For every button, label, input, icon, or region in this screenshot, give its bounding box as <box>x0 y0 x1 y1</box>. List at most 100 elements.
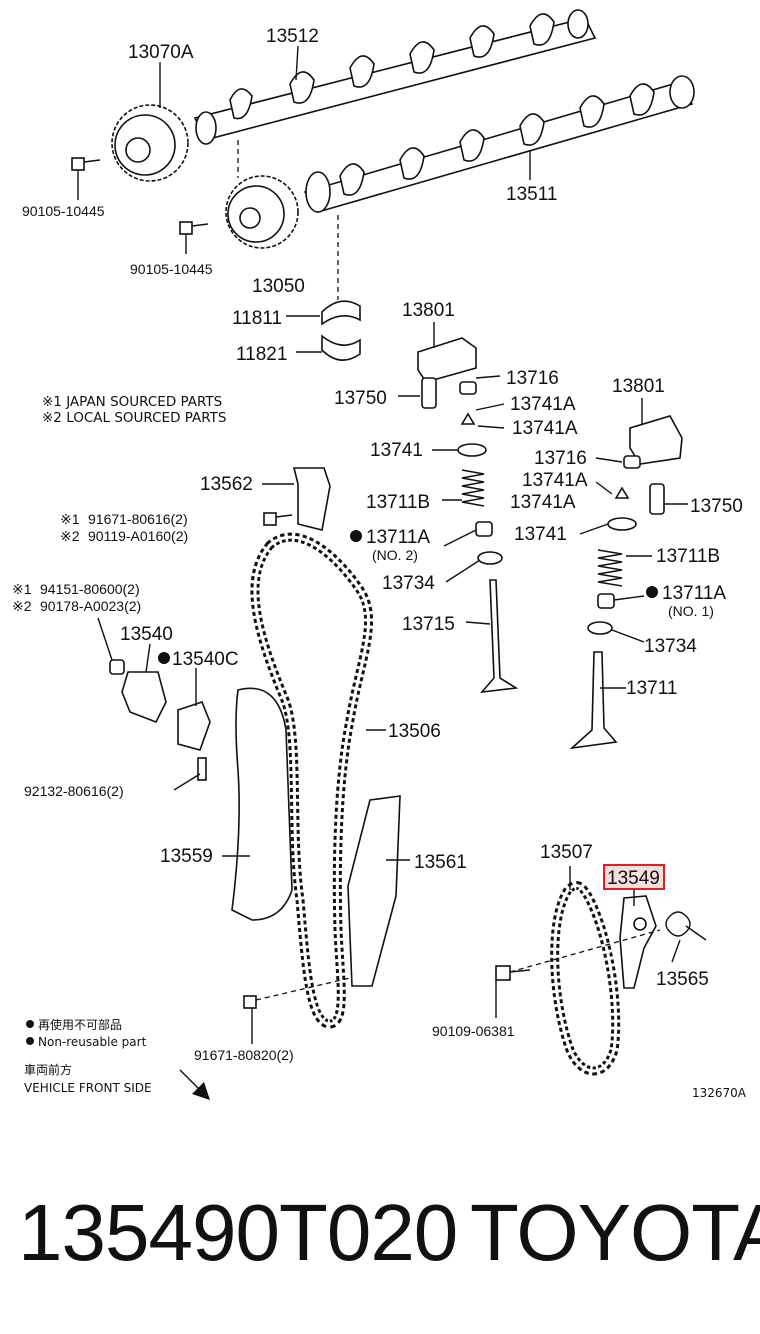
note-japan-sourced: ※1 JAPAN SOURCED PARTS <box>42 394 222 410</box>
label-13711: 13711 <box>626 678 677 699</box>
label-13741A-2: 13741A <box>512 418 578 439</box>
note-front-en: VEHICLE FRONT SIDE <box>24 1081 152 1095</box>
chain-tensioner-arm-13549 <box>619 895 657 989</box>
bracket-13562 <box>292 467 331 531</box>
label-13050: 13050 <box>252 276 305 297</box>
label-92132: 92132-80616(2) <box>24 783 124 799</box>
highlight-box-13549 <box>603 864 665 890</box>
mark-2b: ※2 <box>12 598 32 614</box>
retainer-13741-b <box>607 517 637 531</box>
chain-slipper-13559 <box>231 687 293 921</box>
label-13741A-3: 13741A <box>522 470 588 491</box>
label-no2: (NO. 2) <box>372 547 418 563</box>
label-90119: 90119-A0160(2) <box>88 528 188 544</box>
footer: 135490T020 TOYOTA <box>0 1185 760 1295</box>
bolt-90105-b <box>179 221 209 254</box>
legend-dot-en <box>26 1037 34 1045</box>
label-13549: 13549 <box>607 868 660 889</box>
label-13511: 13511 <box>506 184 557 205</box>
label-91671-a: 91671-80616(2) <box>88 511 188 527</box>
note-local-sourced: ※2 LOCAL SOURCED PARTS <box>42 410 227 426</box>
vvt-sprocket-13050 <box>225 175 299 249</box>
label-94151: 94151-80600(2) <box>40 581 140 597</box>
leader-lines <box>77 45 688 1044</box>
bearing-11811 <box>321 300 361 326</box>
tensioner-13540 <box>121 671 167 724</box>
label-13506: 13506 <box>388 721 441 742</box>
label-13750-a: 13750 <box>334 388 387 409</box>
label-13801-a: 13801 <box>402 300 455 321</box>
bolt-91671-b <box>243 995 257 1009</box>
note-nonreuse-en: Non-reusable part <box>38 1035 147 1049</box>
chain-damper-13561 <box>347 795 401 987</box>
seal-13711A-b <box>597 593 615 609</box>
label-90109: 90109-06381 <box>432 1023 515 1039</box>
label-13559: 13559 <box>160 846 213 867</box>
label-91671-b: 91671-80820(2) <box>194 1047 294 1063</box>
label-13561: 13561 <box>414 852 467 873</box>
non-reusable-dot-a <box>350 530 362 542</box>
lash-adjuster-13750-b <box>649 483 665 515</box>
seat-13734-a <box>477 551 503 565</box>
label-13540: 13540 <box>120 624 173 645</box>
mark-1a: ※1 <box>60 511 80 527</box>
label-90178: 90178-A0023(2) <box>40 598 141 614</box>
mark-2a: ※2 <box>60 528 80 544</box>
label-13711B-b: 13711B <box>656 546 720 567</box>
label-90105-a: 90105-10445 <box>22 203 105 219</box>
cap-13716-a <box>459 381 477 395</box>
seal-13711A-a <box>475 521 493 537</box>
label-13801-b: 13801 <box>612 376 665 397</box>
non-reusable-dot-b <box>646 586 658 598</box>
label-13070A: 13070A <box>128 42 194 63</box>
seat-13734-b <box>587 621 613 635</box>
retainer-13741-a <box>457 443 487 457</box>
nut-94151 <box>109 659 125 675</box>
legend-dot-jp <box>26 1020 34 1028</box>
label-13711B-a: 13711B <box>366 492 430 513</box>
non-reusable-dot-c <box>158 652 170 664</box>
label-13741-a: 13741 <box>370 440 423 461</box>
spring-13565 <box>665 911 707 941</box>
label-13711A-b: 13711A <box>662 583 726 604</box>
rocker-arm-13801-a <box>417 337 477 383</box>
label-13507: 13507 <box>540 842 593 863</box>
chain-13506 <box>250 532 374 1029</box>
label-13715: 13715 <box>402 614 455 635</box>
label-11811: 11811 <box>232 308 282 329</box>
mark-1b: ※1 <box>12 581 32 597</box>
label-13741-b: 13741 <box>514 524 567 545</box>
label-13741A-4: 13741A <box>510 492 576 513</box>
note-nonreuse-jp: 再使用不可部品 <box>38 1017 122 1032</box>
label-no1: (NO. 1) <box>668 603 714 619</box>
label-13750-b: 13750 <box>690 496 743 517</box>
lash-adjuster-13750-a <box>421 377 437 409</box>
note-front-jp: 車両前方 <box>24 1062 72 1077</box>
cap-13716-b <box>623 455 641 469</box>
label-13562: 13562 <box>200 474 253 495</box>
bolt-90109 <box>495 965 531 981</box>
label-13540C: 13540C <box>172 649 239 670</box>
chain-13507 <box>550 881 621 1076</box>
bolt-90105-a <box>71 157 101 196</box>
stud-92132 <box>197 757 207 781</box>
label-90105-b: 90105-10445 <box>130 261 213 277</box>
spring-13711B-b <box>597 549 623 587</box>
keepers-13741A-a <box>460 412 476 425</box>
label-13716-b: 13716 <box>534 448 587 469</box>
bolt-91671-a <box>263 512 293 526</box>
valve-13711 <box>569 651 618 750</box>
spring-13711B-a <box>461 469 485 507</box>
vvt-sprocket-13070A <box>111 104 189 182</box>
brand-name: TOYOTA <box>470 1188 760 1277</box>
label-13716-a: 13716 <box>506 368 559 389</box>
part-number: 135490T020 <box>18 1188 458 1277</box>
label-13734-a: 13734 <box>382 573 435 594</box>
label-13734-b: 13734 <box>644 636 697 657</box>
label-13711A-a: 13711A <box>366 527 430 548</box>
label-13741A-1: 13741A <box>510 394 576 415</box>
valve-13715 <box>480 579 519 694</box>
label-13512: 13512 <box>266 26 319 47</box>
camshaft-13511 <box>303 75 695 213</box>
illustration-number: 132670A <box>692 1086 747 1100</box>
